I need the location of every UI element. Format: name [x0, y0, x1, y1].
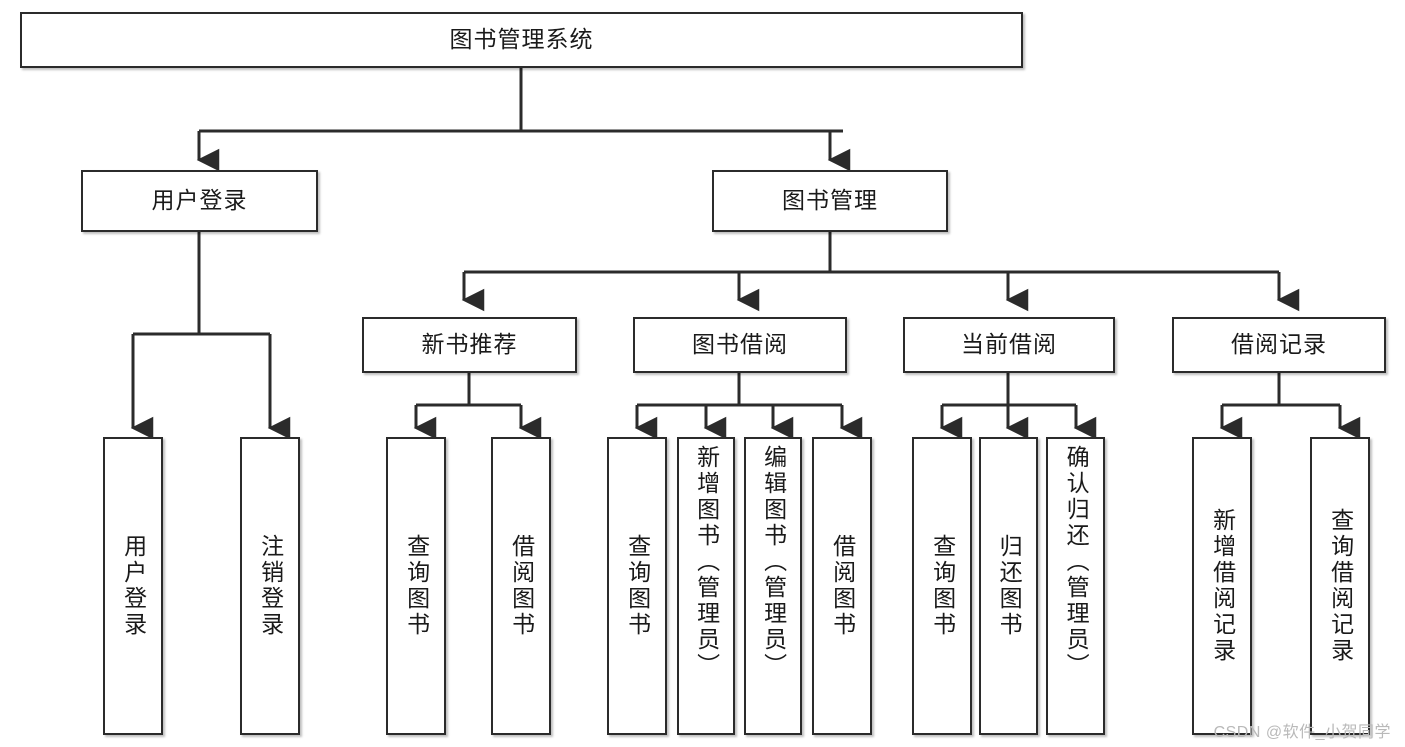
node-book-borrow[interactable]: 图书借阅	[633, 317, 847, 373]
leaf-current-query-book[interactable]: 查询图书	[912, 437, 972, 735]
leaf-user-login-login[interactable]: 用户登录	[103, 437, 163, 735]
leaf-borrow-query-book[interactable]: 查询图书	[607, 437, 667, 735]
node-label: 新增图书（管理员）	[693, 445, 720, 679]
node-label: 图书管理系统	[449, 26, 594, 53]
node-new-book-recommend[interactable]: 新书推荐	[362, 317, 577, 373]
node-label: 新增借阅记录	[1209, 508, 1236, 664]
node-label: 归还图书	[996, 534, 1023, 638]
leaf-user-login-logout[interactable]: 注销登录	[240, 437, 300, 735]
node-label: 查询图书	[624, 534, 651, 638]
leaf-record-query-record[interactable]: 查询借阅记录	[1310, 437, 1370, 735]
node-label: 查询借阅记录	[1327, 508, 1354, 664]
node-label: 图书借阅	[692, 331, 788, 358]
node-label: 编辑图书（管理员）	[760, 445, 787, 679]
node-label: 用户登录	[151, 187, 248, 214]
node-label: 确认归还（管理员）	[1063, 445, 1090, 679]
node-label: 查询图书	[403, 534, 430, 638]
leaf-current-return-book[interactable]: 归还图书	[979, 437, 1038, 735]
leaf-borrow-edit-book-admin[interactable]: 编辑图书（管理员）	[744, 437, 802, 735]
node-label: 注销登录	[257, 534, 284, 638]
node-user-login[interactable]: 用户登录	[81, 170, 318, 232]
leaf-borrow-borrow-book[interactable]: 借阅图书	[812, 437, 872, 735]
watermark-text: CSDN @软件_小贺同学	[1213, 724, 1391, 741]
node-label: 当前借阅	[961, 331, 1057, 358]
leaf-new-book-borrow[interactable]: 借阅图书	[491, 437, 551, 735]
leaf-current-confirm-return-admin[interactable]: 确认归还（管理员）	[1046, 437, 1105, 735]
node-label: 借阅图书	[829, 534, 856, 638]
leaf-new-book-query[interactable]: 查询图书	[386, 437, 446, 735]
node-label: 借阅记录	[1231, 331, 1327, 358]
node-book-management[interactable]: 图书管理	[712, 170, 948, 232]
leaf-borrow-add-book-admin[interactable]: 新增图书（管理员）	[677, 437, 735, 735]
node-label: 用户登录	[120, 534, 147, 638]
node-label: 借阅图书	[508, 534, 535, 638]
node-root-system[interactable]: 图书管理系统	[20, 12, 1023, 68]
node-label: 查询图书	[929, 534, 956, 638]
node-current-borrow[interactable]: 当前借阅	[903, 317, 1115, 373]
node-label: 新书推荐	[421, 331, 518, 358]
node-label: 图书管理	[782, 187, 878, 214]
node-borrow-record[interactable]: 借阅记录	[1172, 317, 1386, 373]
leaf-record-add-record[interactable]: 新增借阅记录	[1192, 437, 1252, 735]
